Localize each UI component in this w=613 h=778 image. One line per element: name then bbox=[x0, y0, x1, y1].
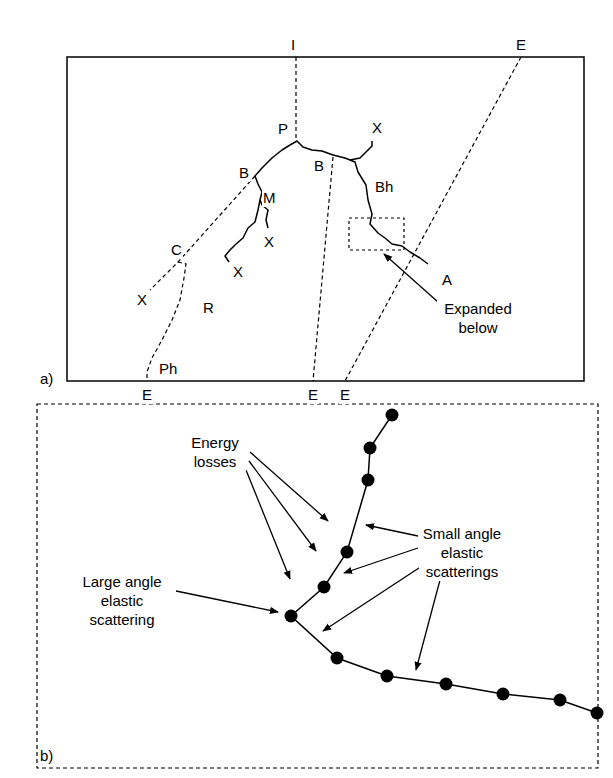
track-label: P bbox=[277, 119, 289, 138]
track-label: E bbox=[515, 35, 527, 54]
track-label: Bh bbox=[374, 177, 394, 196]
track-label: M bbox=[262, 188, 277, 207]
collision-dot bbox=[554, 694, 567, 707]
leader-arrow bbox=[323, 566, 422, 631]
collision-dot bbox=[440, 678, 453, 691]
collision-dot bbox=[362, 474, 375, 487]
leader-arrows bbox=[176, 452, 440, 670]
track-label: Energy losses bbox=[184, 433, 246, 471]
photon-paths bbox=[147, 57, 521, 381]
track-label: E bbox=[141, 385, 153, 404]
track-label: b) bbox=[39, 746, 54, 765]
track-label: a) bbox=[39, 369, 54, 388]
photon-path bbox=[147, 262, 186, 381]
secondary-track bbox=[255, 145, 290, 228]
track-label: C bbox=[170, 240, 183, 259]
collision-points bbox=[285, 409, 604, 720]
leader-arrow bbox=[416, 580, 440, 670]
leader-arrow bbox=[344, 548, 418, 573]
track-label: X bbox=[232, 262, 244, 281]
incident-path bbox=[295, 57, 296, 140]
track-label: E bbox=[339, 385, 351, 404]
track-label: R bbox=[202, 298, 215, 317]
track-label: X bbox=[371, 118, 383, 137]
photon-path bbox=[313, 157, 333, 381]
electron-tracks bbox=[225, 141, 428, 264]
track-label: E bbox=[307, 385, 319, 404]
collision-dot bbox=[285, 610, 298, 623]
track-label: A bbox=[441, 270, 453, 289]
collision-dot bbox=[331, 652, 344, 665]
leader-arrow bbox=[384, 254, 438, 302]
photon-path bbox=[150, 176, 255, 290]
collision-dot bbox=[591, 707, 604, 720]
sample-frame bbox=[67, 57, 584, 381]
track-label: X bbox=[263, 232, 275, 251]
secondary-track bbox=[225, 200, 260, 262]
collision-dot bbox=[341, 546, 354, 559]
leader-arrow bbox=[366, 525, 418, 536]
track-label: Expanded below bbox=[437, 299, 519, 337]
collision-dot bbox=[386, 409, 399, 422]
collision-dot bbox=[497, 688, 510, 701]
track-label: X bbox=[136, 290, 148, 309]
expanded-track bbox=[291, 415, 597, 713]
secondary-track bbox=[350, 141, 372, 160]
collision-dot bbox=[381, 670, 394, 683]
leader-arrow bbox=[176, 591, 278, 612]
track-label: I bbox=[290, 35, 296, 54]
track-label: Large angle elastic scattering bbox=[71, 572, 173, 629]
track-label: B bbox=[313, 156, 325, 175]
expanded-frame bbox=[37, 404, 598, 768]
leader-arrow bbox=[249, 461, 316, 551]
leader-arrow bbox=[250, 452, 328, 521]
track-label: B bbox=[238, 163, 250, 182]
track-label: Small angle elastic scatterings bbox=[419, 524, 505, 581]
primary-track bbox=[290, 141, 428, 264]
track-label: Ph bbox=[158, 359, 178, 378]
leader-arrow bbox=[246, 470, 290, 579]
collision-dot bbox=[364, 442, 377, 455]
collision-dot bbox=[318, 581, 331, 594]
